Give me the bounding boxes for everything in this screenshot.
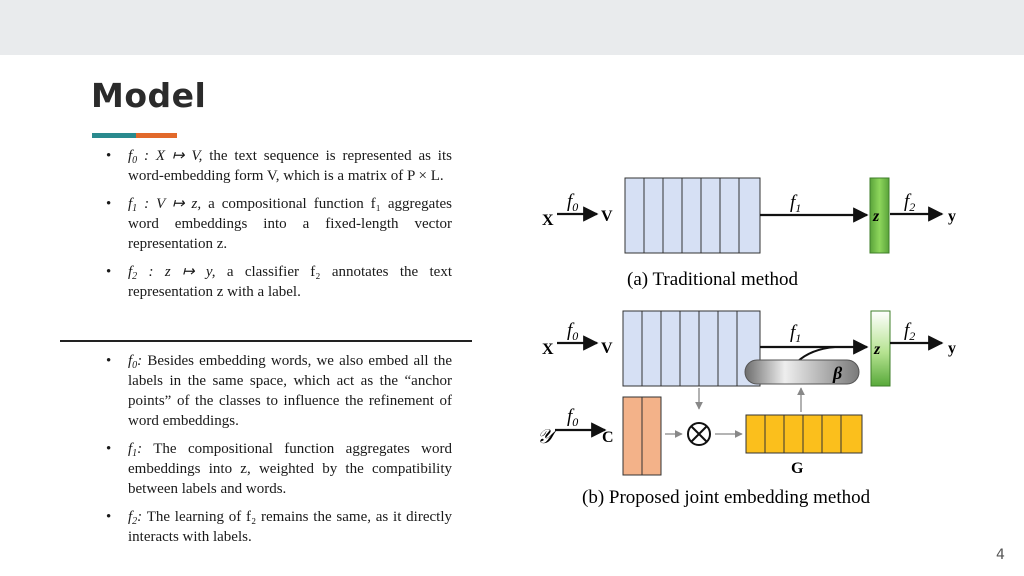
bullet-math: :	[137, 509, 143, 525]
bullet-math: : V ↦ z,	[137, 196, 202, 212]
bullet-text: a classifier f₂ annotates the text repre…	[128, 264, 452, 300]
f2-label-a: f2	[904, 191, 915, 214]
g-label: G	[791, 460, 804, 477]
bullet-f2-traditional: f2 : z ↦ y, a classifier f₂ annotates th…	[104, 262, 452, 302]
z-label-a: z	[872, 208, 880, 225]
figure-svg: X f0 V f1 z f2 y (a) Traditional method	[537, 177, 956, 508]
bullet-f1-proposed: f1: The compositional function aggregate…	[104, 439, 452, 499]
z-vector-a	[869, 177, 890, 254]
compatibility-matrix-g	[745, 414, 863, 454]
bullet-symbol: f	[128, 148, 133, 164]
section-divider	[60, 340, 472, 342]
word-embedding-matrix-b	[622, 310, 761, 387]
x-label-a: X	[542, 212, 554, 229]
bullet-math: : X ↦ V,	[137, 148, 203, 164]
traditional-diagram: X f0 V f1 z f2 y (a) Traditional method	[542, 177, 956, 290]
f1-label-b: f1	[790, 322, 801, 345]
v-label-a: V	[601, 208, 613, 225]
bullet-subscript: 2	[132, 516, 138, 527]
label-embedding-matrix	[622, 396, 662, 476]
bullet-subscript: 0	[132, 155, 138, 166]
bullet-subscript: 1	[132, 448, 138, 459]
bullet-text: a compositional function f₁ aggregates w…	[128, 196, 452, 252]
c-label: C	[602, 429, 614, 446]
page-number: 4	[996, 547, 1005, 563]
bullet-text: Besides embedding words, we also embed a…	[128, 353, 452, 429]
f0-label-a: f0	[567, 191, 578, 214]
bullet-subscript: 0	[132, 360, 138, 371]
top-bar	[0, 0, 1024, 55]
bullet-subscript: 1	[132, 203, 138, 214]
bullet-symbol: f	[128, 441, 133, 457]
bullet-symbol: f	[128, 509, 133, 525]
z-label-b: z	[873, 341, 881, 358]
bullet-text: the text sequence is represented as its …	[128, 148, 452, 184]
bullet-f1-traditional: f1 : V ↦ z, a compositional function f₁ …	[104, 194, 452, 254]
otimes-cross-b	[690, 425, 708, 443]
slide-title: Model	[91, 76, 207, 115]
bullet-f0-proposed: f0: Besides embedding words, we also emb…	[104, 351, 452, 431]
y-label-b: y	[948, 340, 956, 357]
bullet-text: The compositional function aggregates wo…	[128, 441, 452, 497]
bullet-math: : z ↦ y,	[137, 264, 216, 280]
traditional-bullets: f0 : X ↦ V, the text sequence is represe…	[104, 146, 452, 302]
bullet-math: :	[137, 353, 143, 369]
proposed-diagram: X f0 V f1 z f2 y β �	[537, 310, 956, 508]
bullet-f0-traditional: f0 : X ↦ V, the text sequence is represe…	[104, 146, 452, 186]
f2-label-b: f2	[904, 320, 915, 343]
f1-label-a: f1	[790, 192, 801, 215]
word-embedding-matrix-a	[624, 177, 761, 254]
bullet-f2-proposed: f2: The learning of f₂ remains the same,…	[104, 507, 452, 547]
model-figure: X f0 V f1 z f2 y (a) Traditional method	[515, 150, 990, 520]
bullet-symbol: f	[128, 353, 133, 369]
proposed-bullets: f0: Besides embedding words, we also emb…	[104, 351, 452, 547]
title-accent-orange	[136, 133, 177, 138]
f0-label-c: f0	[567, 406, 578, 429]
bullet-symbol: f	[128, 264, 133, 280]
caption-traditional: (a) Traditional method	[627, 269, 798, 290]
beta-label: β	[832, 363, 843, 383]
f0-label-b: f0	[567, 320, 578, 343]
bullet-subscript: 2	[132, 271, 138, 282]
bullet-text: The learning of f₂ remains the same, as …	[128, 509, 452, 545]
v-label-b: V	[601, 340, 613, 357]
beta-attention-vector	[744, 359, 860, 385]
bullet-symbol: f	[128, 196, 133, 212]
z-vector-b	[870, 310, 891, 387]
x-label-b: X	[542, 341, 554, 358]
caption-proposed: (b) Proposed joint embedding method	[582, 487, 871, 508]
bullet-math: :	[137, 441, 143, 457]
label-set-y: 𝒴	[537, 426, 558, 448]
y-label-a: y	[948, 208, 956, 225]
title-accent-teal	[92, 133, 136, 138]
